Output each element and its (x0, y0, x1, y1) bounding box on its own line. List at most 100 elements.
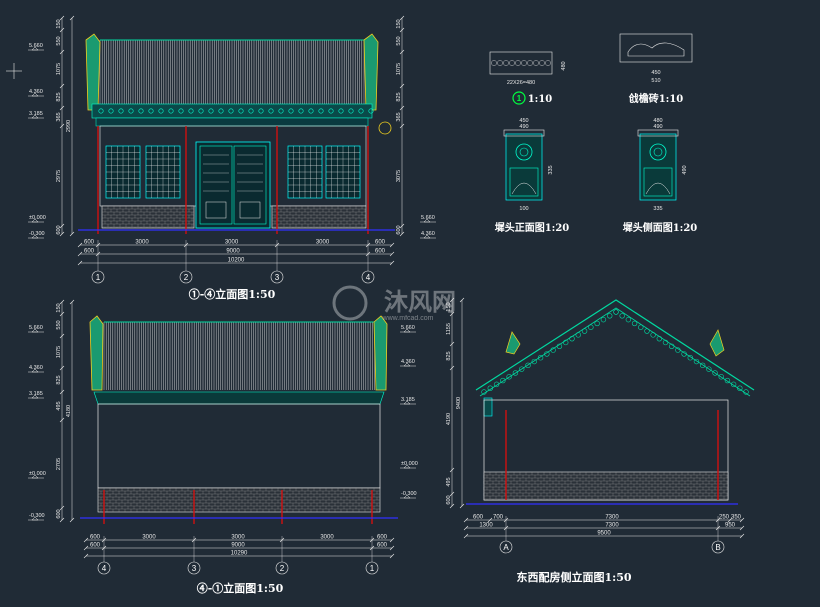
detail-2-dim-b: 510 (651, 78, 660, 84)
detail-1-dim: 22X26=480 (507, 80, 535, 86)
rear-vdim-label: 600 (56, 509, 62, 518)
gable-tile (737, 385, 743, 391)
side-vdim-total-tick (459, 297, 465, 303)
elevation-mark-triangle (403, 464, 411, 469)
side-dim-total-tick (739, 533, 745, 539)
side-vdim-label: 150 (446, 302, 452, 311)
detail-4-dim-top: 480 (653, 118, 662, 124)
side-vdim-label: 600 (446, 495, 452, 504)
front-brick-base (101, 205, 367, 229)
elevation-mark-label: 5.660 (421, 215, 435, 221)
axis-bubble (97, 561, 111, 575)
side-vdim-tick (449, 491, 455, 497)
detail-1-ornament (503, 60, 509, 66)
side-vdim-tick (449, 311, 455, 317)
side-right-ornament (709, 329, 725, 357)
front-vdim-right-tick (399, 123, 405, 129)
side-corbel-left (483, 397, 493, 417)
gable-tile (724, 377, 731, 384)
side-dim-top-tick (739, 517, 745, 523)
rear-dim-mid-tick (389, 545, 395, 551)
detail-4-dim-top2: 490 (653, 124, 662, 130)
elevation-mark-triangle (31, 114, 39, 119)
gable-tile (638, 324, 644, 330)
gable-tile (600, 316, 607, 323)
gable-tile (699, 362, 706, 369)
watermark-brand: 沐风网 (384, 288, 456, 316)
elevation-mark-triangle (31, 394, 39, 399)
side-dim-mid-label: 1300 (479, 523, 493, 529)
left-ridge-ornament (85, 33, 101, 111)
gable-tile (730, 381, 737, 388)
detail-3-dim-bot: 100 (519, 206, 528, 212)
brick-base-outline (483, 471, 729, 501)
gable-tile (594, 320, 600, 327)
side-vdim-label: 825 (446, 351, 452, 360)
front-vdim-left-total-tick (69, 231, 75, 237)
eave-ornament (178, 108, 184, 114)
elevation-mark-triangle (31, 516, 39, 521)
rear-vdim-label: 2705 (56, 458, 62, 470)
detail-1-brick (489, 51, 553, 75)
eave-ornament (268, 108, 274, 114)
front-dim-mid-tick (389, 251, 395, 257)
front-vdim-left-tick (59, 105, 65, 111)
front-vdim-left-label: 150 (56, 19, 62, 28)
gable-tile (743, 389, 749, 395)
front-vdim-left-tick (59, 223, 65, 229)
elevation-mark-label: 5.660 (29, 43, 43, 49)
detail-3-body (505, 133, 543, 201)
front-dim-top-tick (389, 242, 395, 248)
rear-brick-base (97, 487, 381, 513)
eave-ornament (158, 108, 164, 114)
front-vdim-right-tick (399, 105, 405, 111)
axis-label: 3 (275, 273, 280, 282)
front-vdim-left-tick (59, 231, 65, 237)
rear-vertical-dimensions: 1505501075825495270560041805.6604.3603.1… (28, 299, 75, 523)
rear-vdim-total-label: 4180 (66, 405, 72, 417)
front-roof-tiles (99, 39, 366, 104)
rear-right-ridge-ornament (373, 315, 388, 391)
detail-1-pattern (491, 60, 551, 66)
front-vdim-left-tick (59, 15, 65, 21)
elevation-mark-label: ±0.000 (29, 471, 46, 477)
detail-4-cap (637, 129, 679, 137)
side-dim-mid-tick (463, 525, 469, 531)
front-vdim-left-total-tick (69, 15, 75, 21)
brick-base-outline (101, 205, 195, 229)
eave-ornament (328, 108, 334, 114)
axis-label: 4 (102, 564, 107, 573)
detail-1-number: 1 (517, 94, 522, 103)
gable-tile (675, 347, 681, 353)
front-vdim-left-label: 600 (56, 225, 62, 234)
front-vdim-left-label: 365 (56, 112, 62, 121)
eave-ornament (108, 108, 114, 114)
side-vdim-total-label: 9400 (456, 397, 462, 409)
elevation-mark-triangle (31, 92, 39, 97)
front-dim-mid-label: 600 (84, 249, 95, 255)
eave-ornament (188, 108, 194, 114)
gable-tile (506, 374, 512, 380)
eave-ornament (98, 108, 104, 114)
front-eave-decoration (98, 108, 374, 114)
front-vdim-left-tick (59, 123, 65, 129)
gable-tile (487, 385, 493, 391)
gable-tile (550, 347, 556, 353)
gable-tile (644, 328, 650, 334)
detail-4-carving (645, 182, 671, 195)
rear-left-ridge-ornament (89, 315, 104, 391)
gable-tile (693, 358, 700, 365)
front-vdim-right-tick (399, 27, 405, 33)
detail-3-rosette (515, 143, 533, 161)
rear-vdim-tick (59, 517, 65, 523)
eave-ornament (228, 108, 234, 114)
elevation-mark-triangle (403, 328, 411, 333)
rear-vdim-total-tick (69, 517, 75, 523)
